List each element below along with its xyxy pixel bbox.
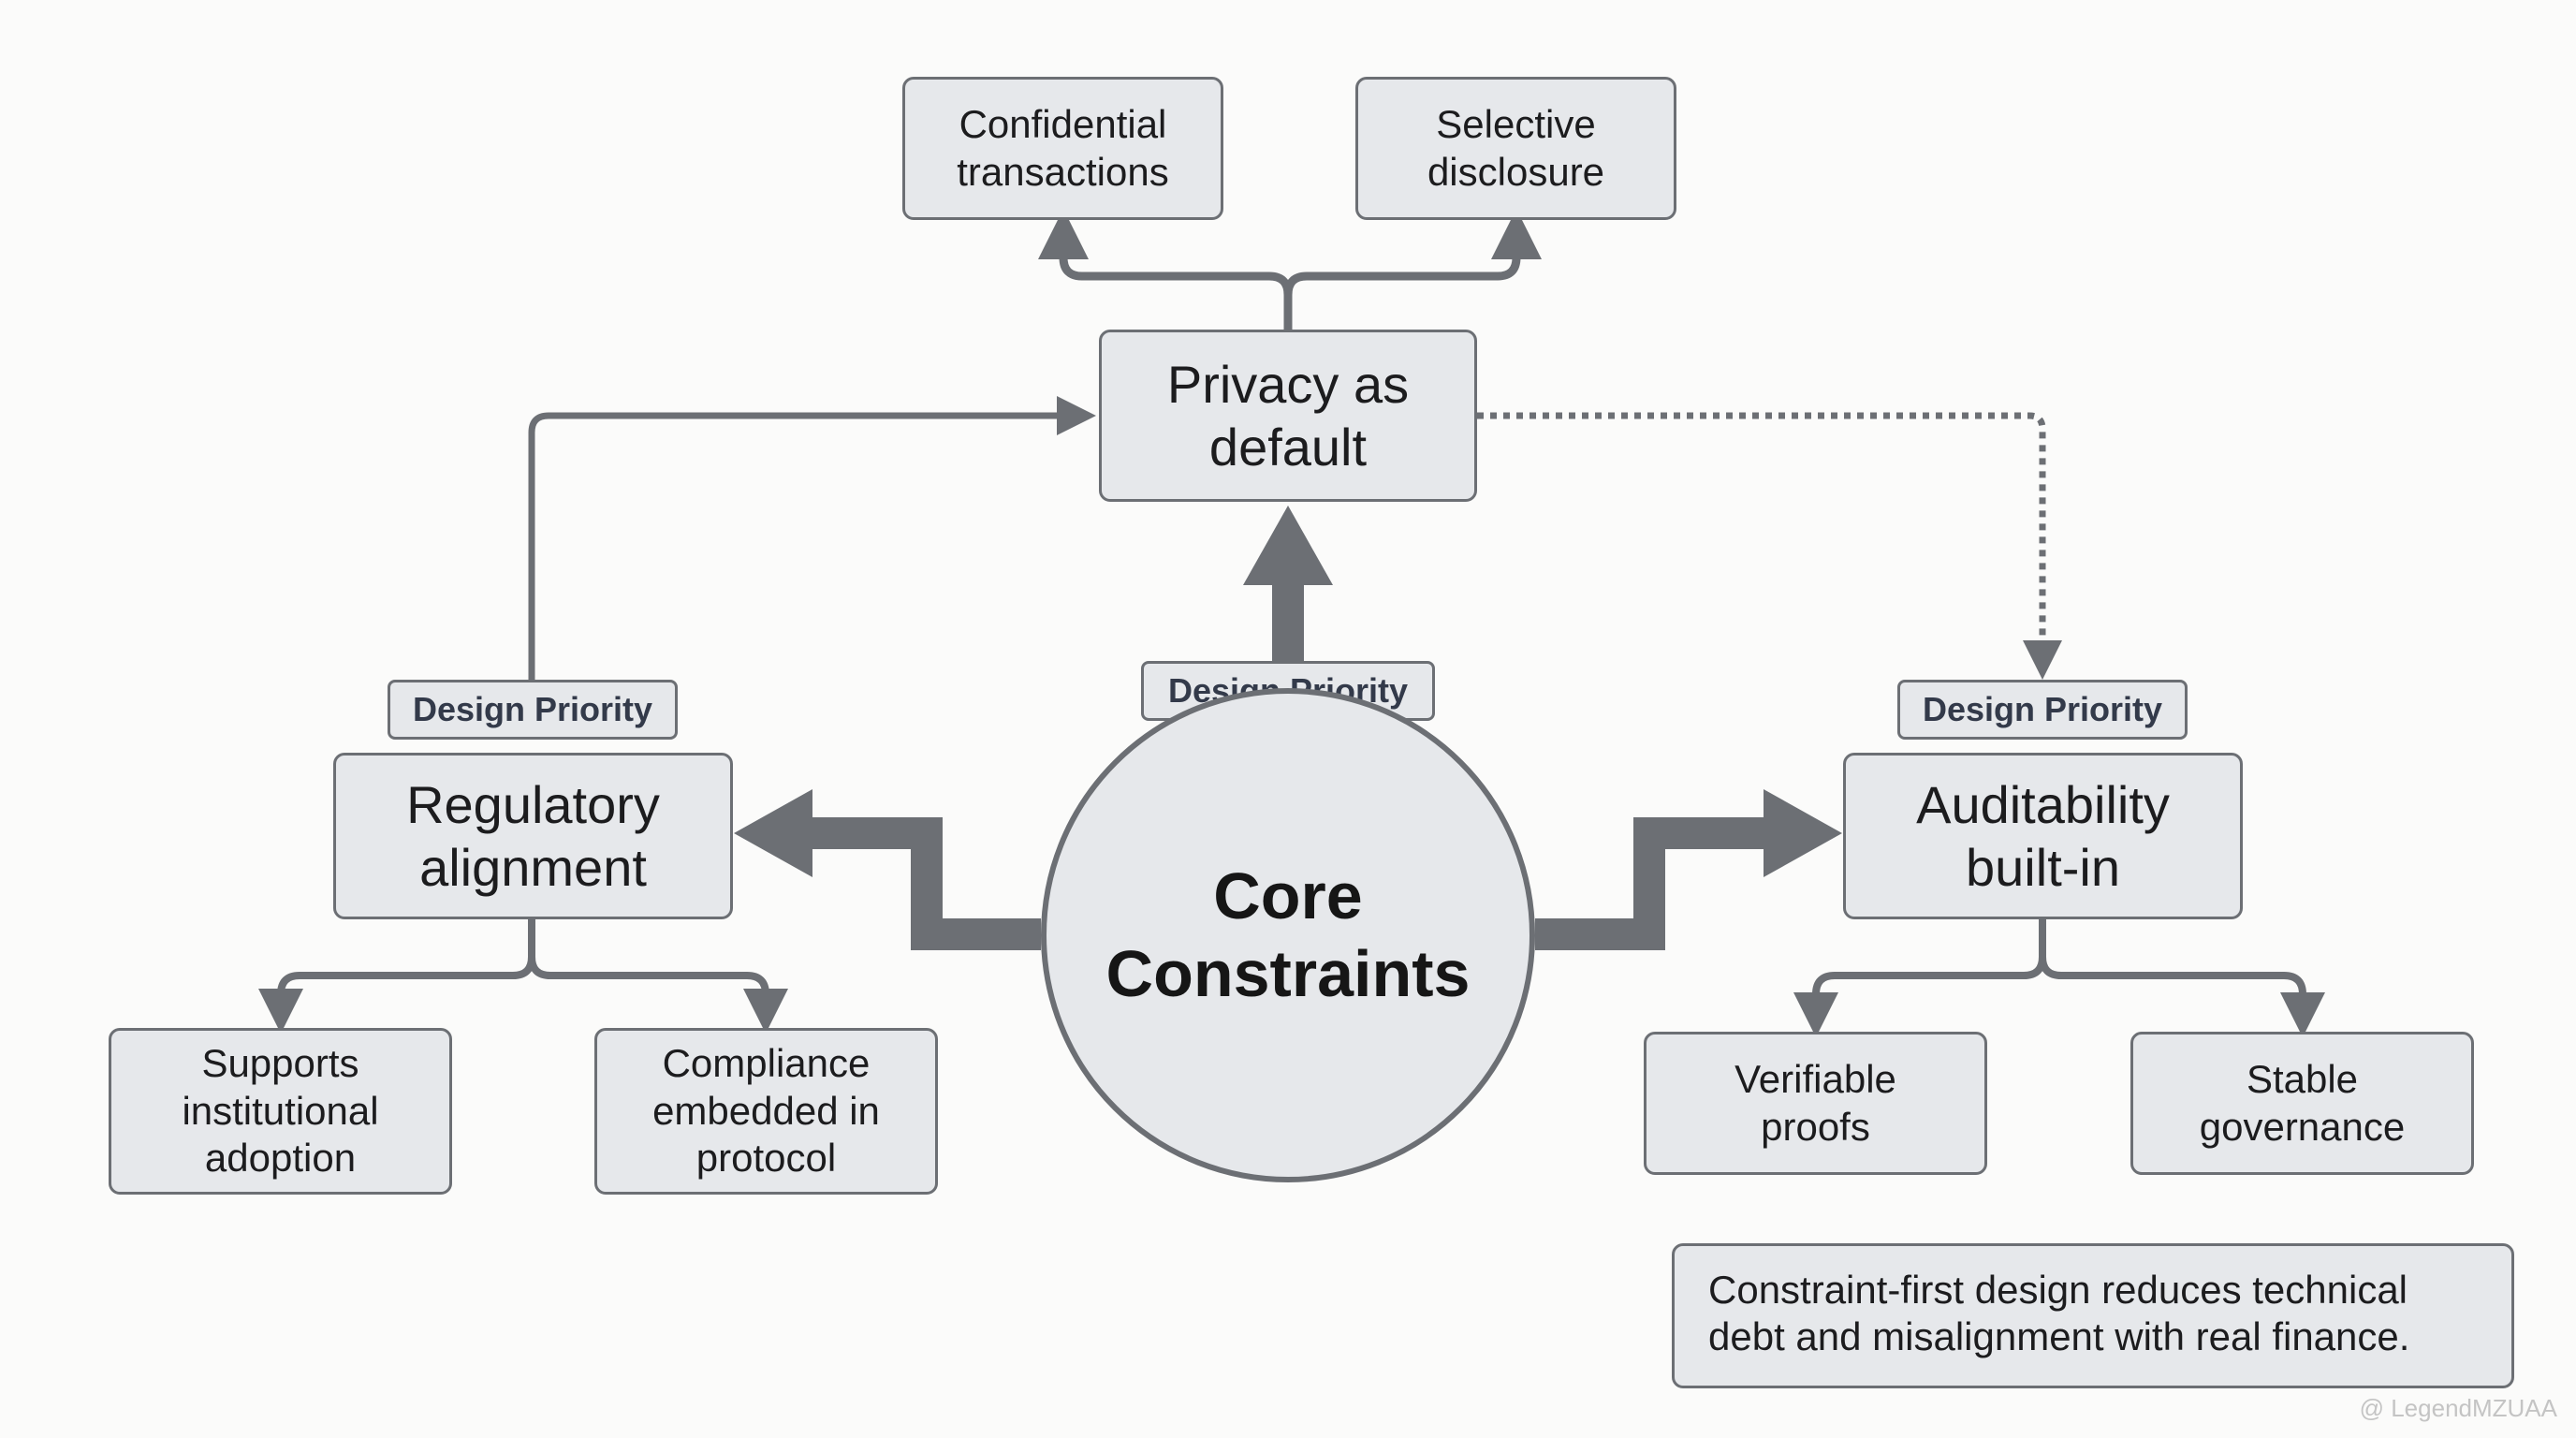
tag-design-priority-auditability: Design Priority: [1897, 680, 2188, 740]
arrow-regulatory-to-supports: [258, 919, 535, 1034]
arrow-privacy-to-auditability-dotted: [1477, 412, 2062, 680]
node-compliance-embedded: Compliance embedded in protocol: [594, 1028, 938, 1195]
arrow-regulatory-to-compliance: [528, 956, 788, 1034]
arrow-core-to-regulatory: [805, 817, 1041, 950]
tag-design-priority-regulatory: Design Priority: [388, 680, 678, 740]
node-regulatory-alignment: Regulatory alignment: [333, 753, 733, 919]
arrow-auditability-to-stable: [2039, 956, 2325, 1037]
arrow-core-to-auditability: [1535, 817, 1769, 950]
summary-note: Constraint-first design reduces technica…: [1672, 1243, 2514, 1388]
arrow-regulatory-to-privacy: [528, 396, 1096, 682]
node-stable-governance: Stable governance: [2130, 1032, 2474, 1175]
node-verifiable-proofs: Verifiable proofs: [1644, 1032, 1987, 1175]
watermark: @ LegendMZUAA: [2359, 1394, 2557, 1422]
arrow-privacy-to-confidential: [1038, 209, 1293, 330]
arrow-privacy-to-selective: [1283, 209, 1542, 296]
arrow-auditability-to-verifiable: [1793, 919, 2046, 1037]
node-privacy-as-default: Privacy as default: [1099, 330, 1477, 502]
node-supports-institutional-adoption: Supports institutional adoption: [109, 1028, 452, 1195]
node-confidential-transactions: Confidential transactions: [902, 77, 1223, 220]
node-auditability-built-in: Auditability built-in: [1843, 753, 2243, 919]
core-constraints-circle: Core Constraints: [1041, 688, 1535, 1182]
node-selective-disclosure: Selective disclosure: [1355, 77, 1676, 220]
